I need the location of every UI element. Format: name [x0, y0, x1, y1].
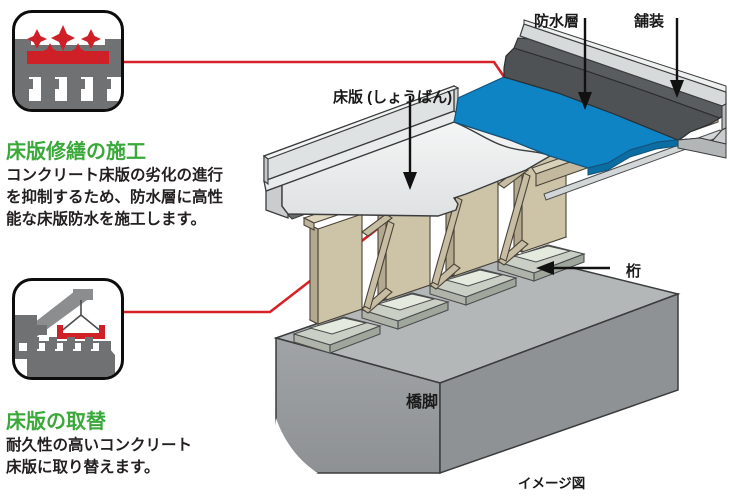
deck-replacement-icon-card — [12, 278, 124, 380]
label-girder: 桁 — [626, 263, 642, 280]
panel-body-line: を抑制するため、防水層に高性 — [6, 189, 224, 206]
bridge-structure-illustration — [262, 18, 727, 475]
panel-body-deck-repair: コンクリート床版の劣化の進行 を抑制するため、防水層に高性 能な床版防水を施工し… — [6, 165, 286, 231]
deck-repair-icon-card — [12, 10, 124, 112]
panel-heading-deck-replacement: 床版の取替 — [6, 411, 106, 433]
label-waterproof-layer: 防水層 — [534, 13, 580, 30]
bridge-pier — [273, 253, 681, 475]
label-arrows — [403, 18, 684, 275]
panel-body-line: 能な床版防水を施工します。 — [6, 211, 206, 228]
figure-caption: イメージ図 — [518, 476, 586, 491]
panel-body-line: コンクリート床版の劣化の進行 — [6, 167, 224, 184]
label-floor-slab: 床版 (しょうばん) — [333, 89, 453, 106]
panel-body-line: 耐久性の高いコンクリート — [6, 437, 193, 454]
panel-body-line: 床版に取り替えます。 — [6, 459, 160, 476]
callout-line-slab — [124, 197, 417, 314]
panel-body-deck-replacement: 耐久性の高いコンクリート 床版に取り替えます。 — [6, 435, 286, 479]
label-pavement: 舗装 — [634, 13, 665, 30]
deck-waterproof-icon — [15, 25, 121, 109]
panel-heading-deck-repair: 床版修繕の施工 — [6, 141, 146, 163]
label-pier: 橋脚 — [406, 394, 439, 411]
bearing-pads — [292, 244, 586, 354]
crane-slab-replacement-icon — [15, 289, 115, 377]
